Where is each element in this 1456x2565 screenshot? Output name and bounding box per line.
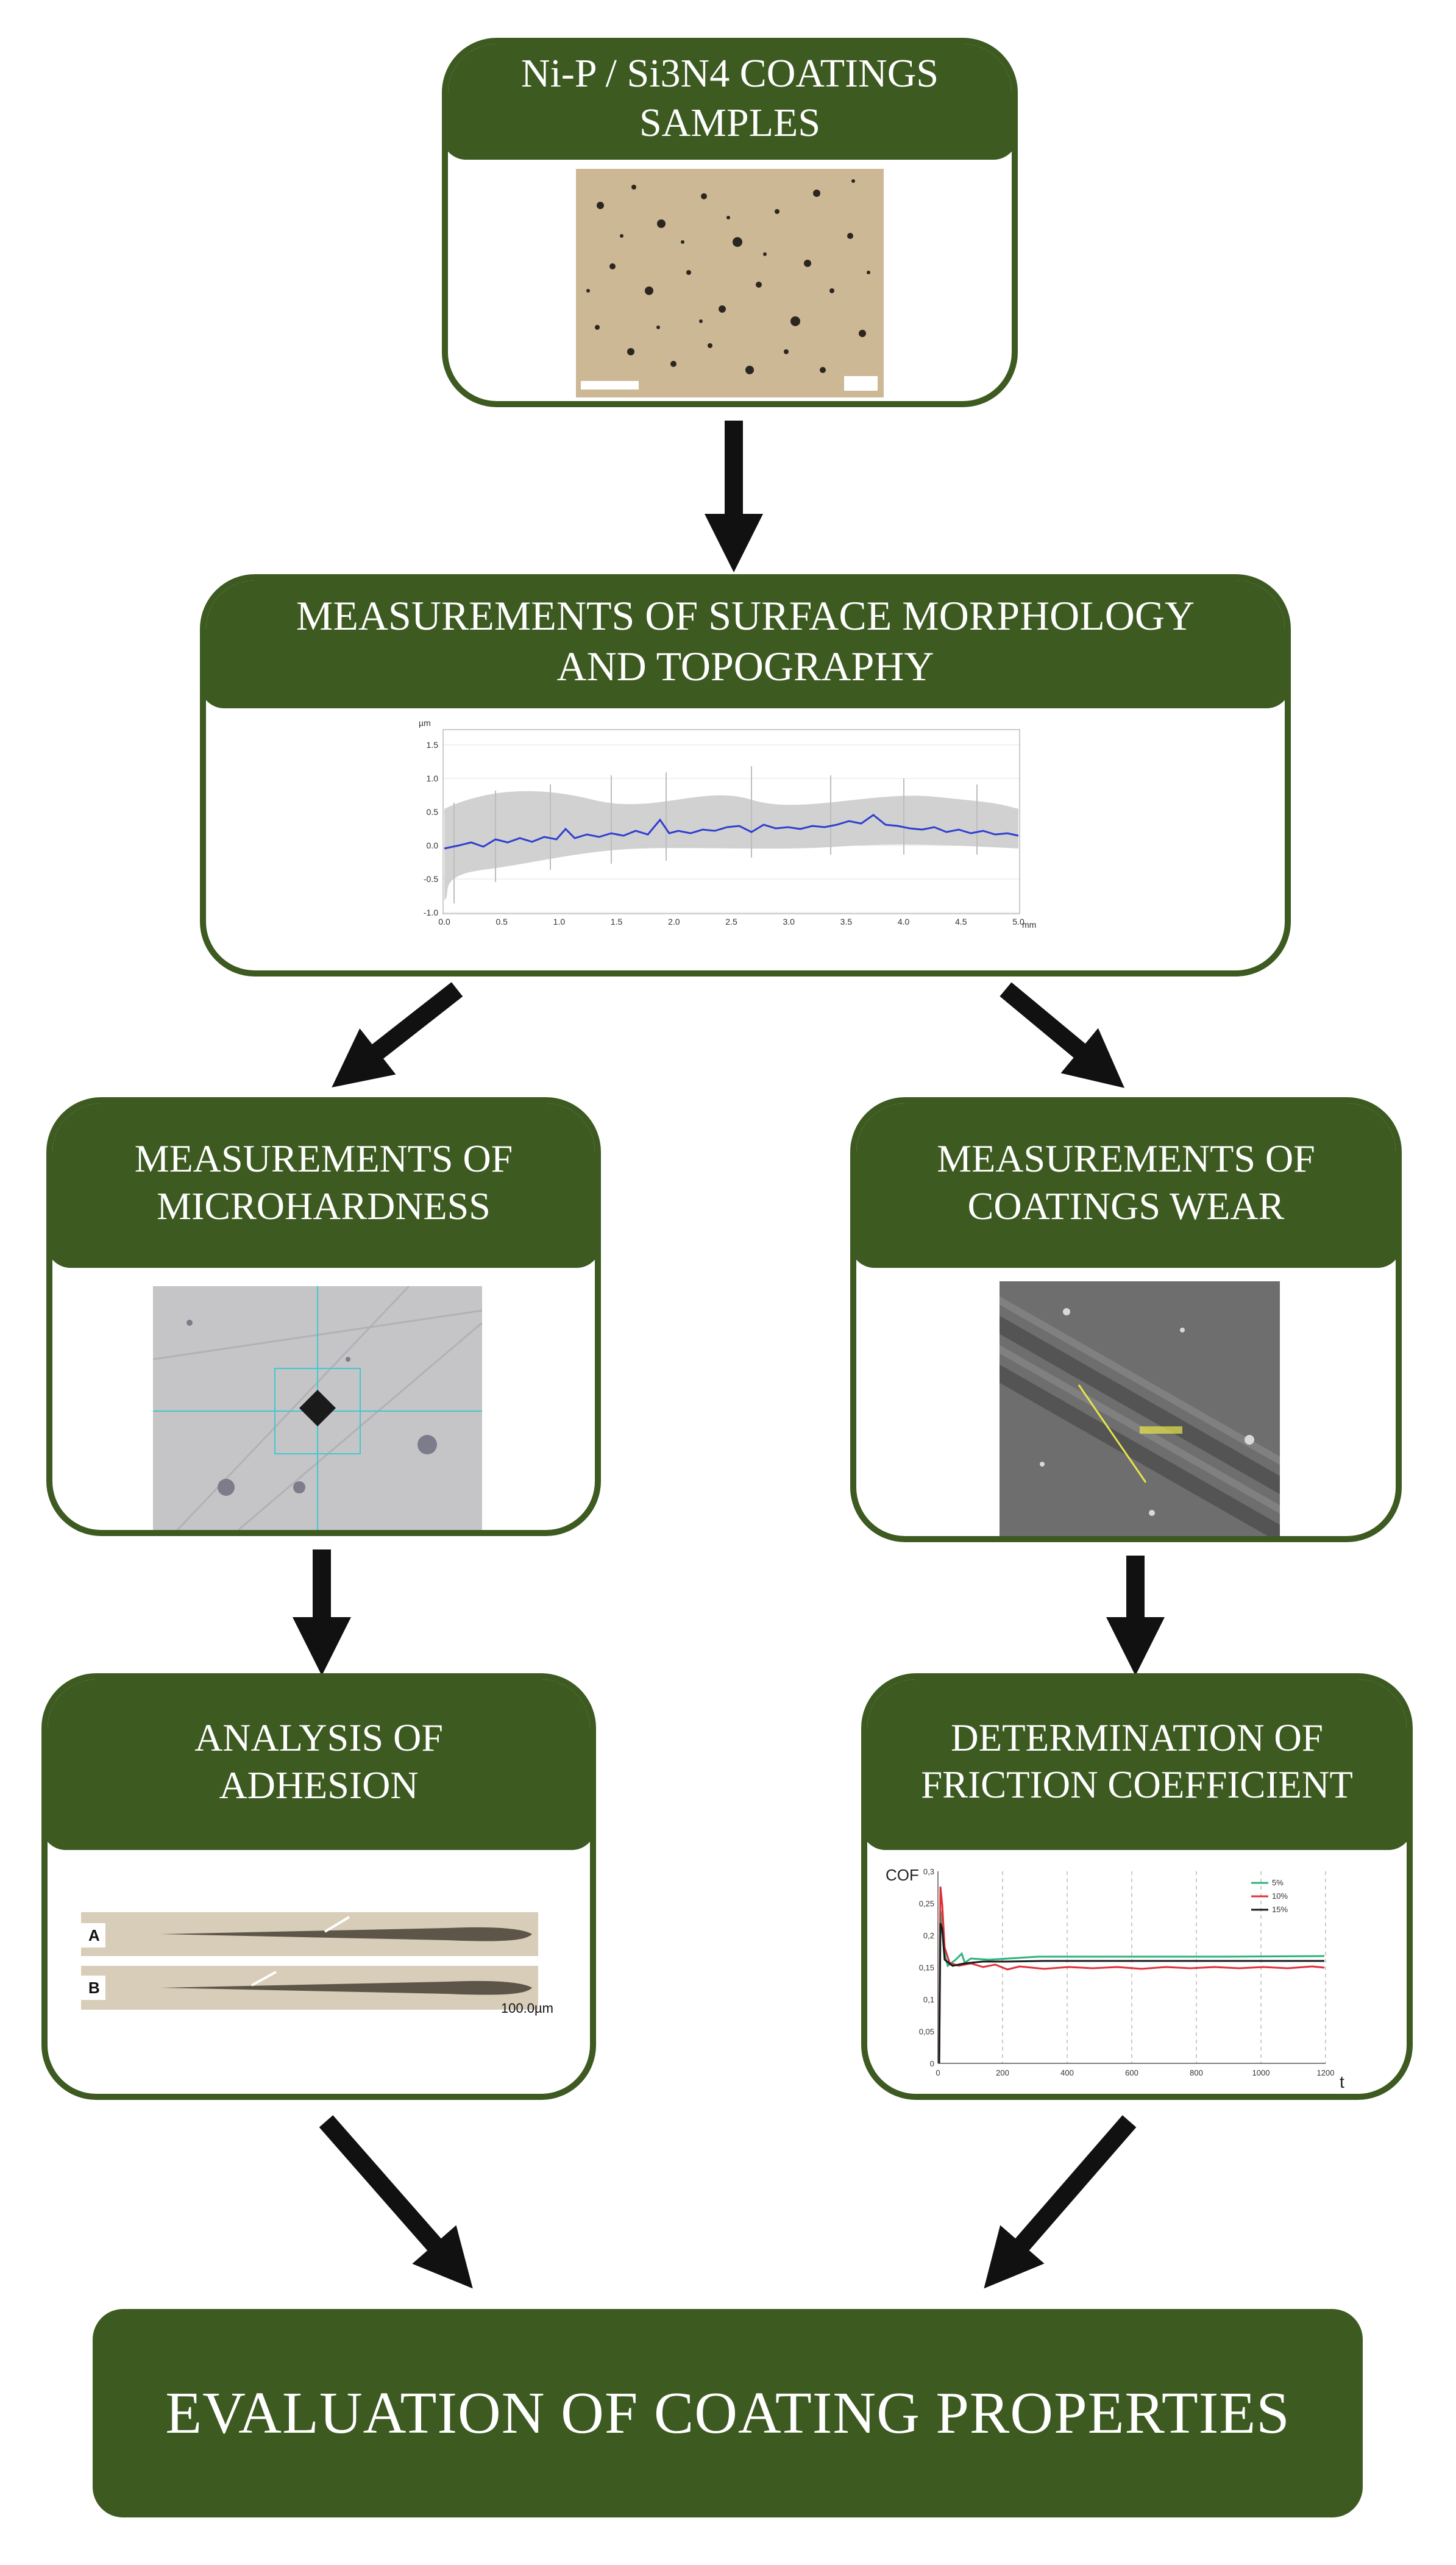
topo-y-tick: -1.0 [424, 908, 438, 917]
evaluation-title: EVALUATION OF COATING PROPERTIES [165, 2380, 1290, 2446]
topo-x-tick: 1.0 [553, 917, 566, 927]
svg-text:t: t [1340, 2072, 1344, 2091]
friction-node: DETERMINATION OF FRICTION COEFFICIENT CO… [861, 1673, 1413, 2100]
friction-cof-chart: COF t 0,3 0,25 0,2 0,15 0,1 0,05 0 0 200 400 600 8… [886, 1862, 1401, 2094]
topo-y-tick: 0.0 [427, 841, 439, 850]
arrow-adhesion-to-evaluation [319, 2115, 473, 2289]
cof-y-tick: 0,05 [919, 2027, 934, 2037]
arrow-friction-to-evaluation [984, 2115, 1137, 2289]
topography-node: MEASUREMENTS OF SURFACE MORPHOLOGY AND T… [200, 574, 1291, 977]
scratch-scale-label: 100.0µm [501, 2001, 553, 2016]
cof-legend-0: 5% [1272, 1878, 1284, 1887]
scratch-label-b: B [88, 1979, 100, 1997]
wear-node: MEASUREMENTS OF COATINGS WEAR [850, 1097, 1402, 1542]
svg-text:µm: µm [419, 718, 431, 728]
cof-x-tick: 600 [1125, 2068, 1138, 2077]
arrow-topography-to-wear [1000, 982, 1125, 1088]
friction-title: DETERMINATION OF FRICTION COEFFICIENT [867, 1679, 1407, 1850]
wear-track-sem-image [1000, 1281, 1280, 1536]
cof-x-tick: 400 [1060, 2068, 1074, 2077]
topo-x-tick: 0.5 [495, 917, 508, 927]
topography-title: MEASUREMENTS OF SURFACE MORPHOLOGY AND T… [206, 580, 1285, 708]
topo-x-tick: 1.5 [611, 917, 623, 927]
cof-y-tick: 0,15 [919, 1963, 934, 1973]
topo-x-tick: 3.5 [840, 917, 853, 927]
topo-x-tick: 3.0 [783, 917, 795, 927]
cof-legend-1: 10% [1272, 1891, 1288, 1901]
adhesion-node: ANALYSIS OF ADHESION A B 100.0µm [41, 1673, 596, 2100]
cof-x-tick: 1000 [1252, 2068, 1270, 2077]
samples-title: Ni-P / Si3N4 COATINGS SAMPLES [448, 44, 1012, 160]
topo-x-tick: 2.0 [668, 917, 680, 927]
topo-y-tick: 1.5 [427, 740, 439, 750]
topo-y-tick: 1.0 [427, 774, 439, 783]
cof-x-tick: 200 [996, 2068, 1009, 2077]
cof-y-tick: 0 [930, 2059, 934, 2068]
samples-micrograph [576, 169, 884, 397]
topo-x-tick: 4.5 [955, 917, 967, 927]
cof-y-tick: 0,1 [923, 1995, 934, 2004]
topo-x-tick: 2.5 [725, 917, 737, 927]
cof-legend-2: 15% [1272, 1905, 1288, 1914]
cof-x-tick: 1200 [1317, 2068, 1335, 2077]
scratch-label-a: A [88, 1926, 100, 1944]
cof-x-tick: 800 [1190, 2068, 1203, 2077]
topo-x-tick: 5.0 [1012, 917, 1025, 927]
adhesion-title: ANALYSIS OF ADHESION [48, 1679, 590, 1850]
arrow-topography-to-microhardness [332, 982, 463, 1088]
adhesion-scratch-image: A B 100.0µm [81, 1912, 563, 2016]
cof-y-tick: 0,2 [923, 1931, 934, 1940]
wear-title: MEASUREMENTS OF COATINGS WEAR [856, 1103, 1396, 1268]
svg-text:mm: mm [1022, 920, 1036, 930]
cof-y-tick: 0,3 [923, 1867, 934, 1876]
cof-x-tick: 0 [936, 2068, 940, 2077]
samples-node: Ni-P / Si3N4 COATINGS SAMPLES [442, 38, 1018, 407]
cof-y-tick: 0,25 [919, 1899, 934, 1909]
microhardness-indent-image [153, 1286, 482, 1530]
topography-profile-plot: µm 1.51.00.50.0-0.5-1.0-1.5 0.00.51.01.5… [410, 717, 1044, 934]
topo-x-tick: 4.0 [898, 917, 910, 927]
topo-y-tick: -0.5 [424, 874, 438, 884]
topo-x-tick: 0.0 [438, 917, 450, 927]
microhardness-node: MEASUREMENTS OF MICROHARDNESS [46, 1097, 601, 1536]
microhardness-title: MEASUREMENTS OF MICROHARDNESS [52, 1103, 595, 1268]
svg-text:COF: COF [886, 1866, 919, 1884]
evaluation-node: EVALUATION OF COATING PROPERTIES [93, 2309, 1363, 2517]
topo-y-tick: 0.5 [427, 807, 439, 817]
